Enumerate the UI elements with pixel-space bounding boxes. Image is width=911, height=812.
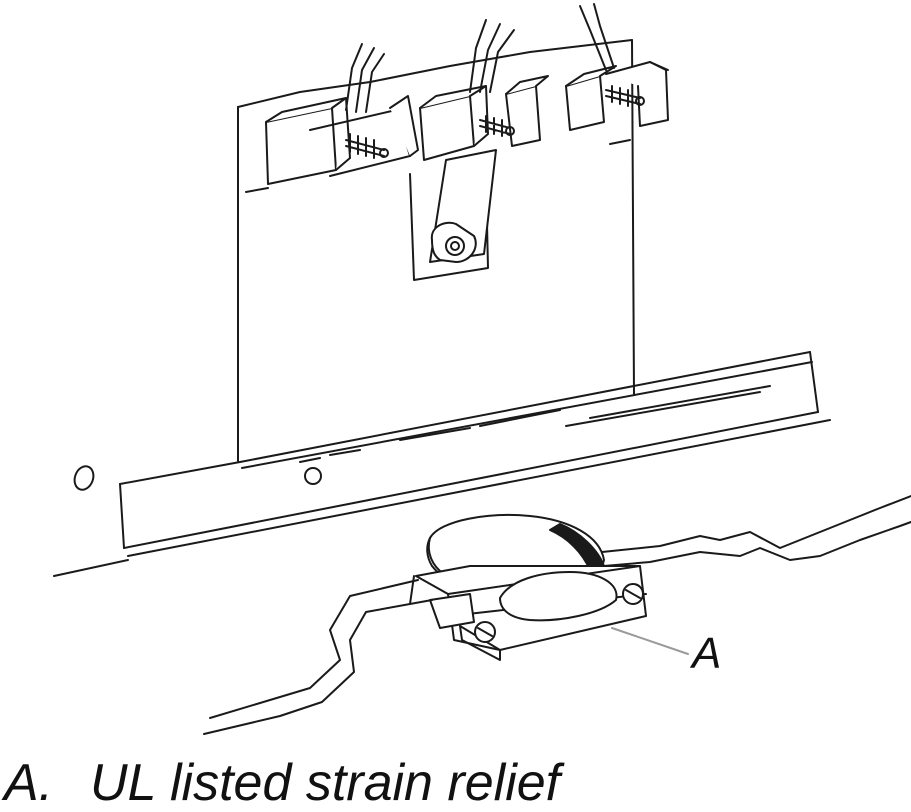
power-cable <box>203 495 911 735</box>
callout-leader-line <box>611 627 689 655</box>
legend-text: UL listed strain relief <box>90 754 561 812</box>
terminal-screw-1 <box>345 133 389 159</box>
mounting-rail <box>53 351 831 577</box>
terminal-screw-3 <box>605 85 645 107</box>
terminal-2 <box>419 75 549 161</box>
terminal-3 <box>565 61 669 131</box>
strain-relief-clamp <box>409 513 647 661</box>
callout-label-a: A <box>692 629 722 678</box>
terminal-block <box>265 61 669 185</box>
supply-wires <box>345 3 615 113</box>
legend-letter: A. <box>4 754 54 812</box>
terminal-1 <box>265 95 419 185</box>
ground-strap <box>409 149 497 281</box>
terminal-screw-2 <box>479 115 515 137</box>
back-panel <box>237 39 635 463</box>
legend-caption: A. UL listed strain relief <box>4 757 560 809</box>
